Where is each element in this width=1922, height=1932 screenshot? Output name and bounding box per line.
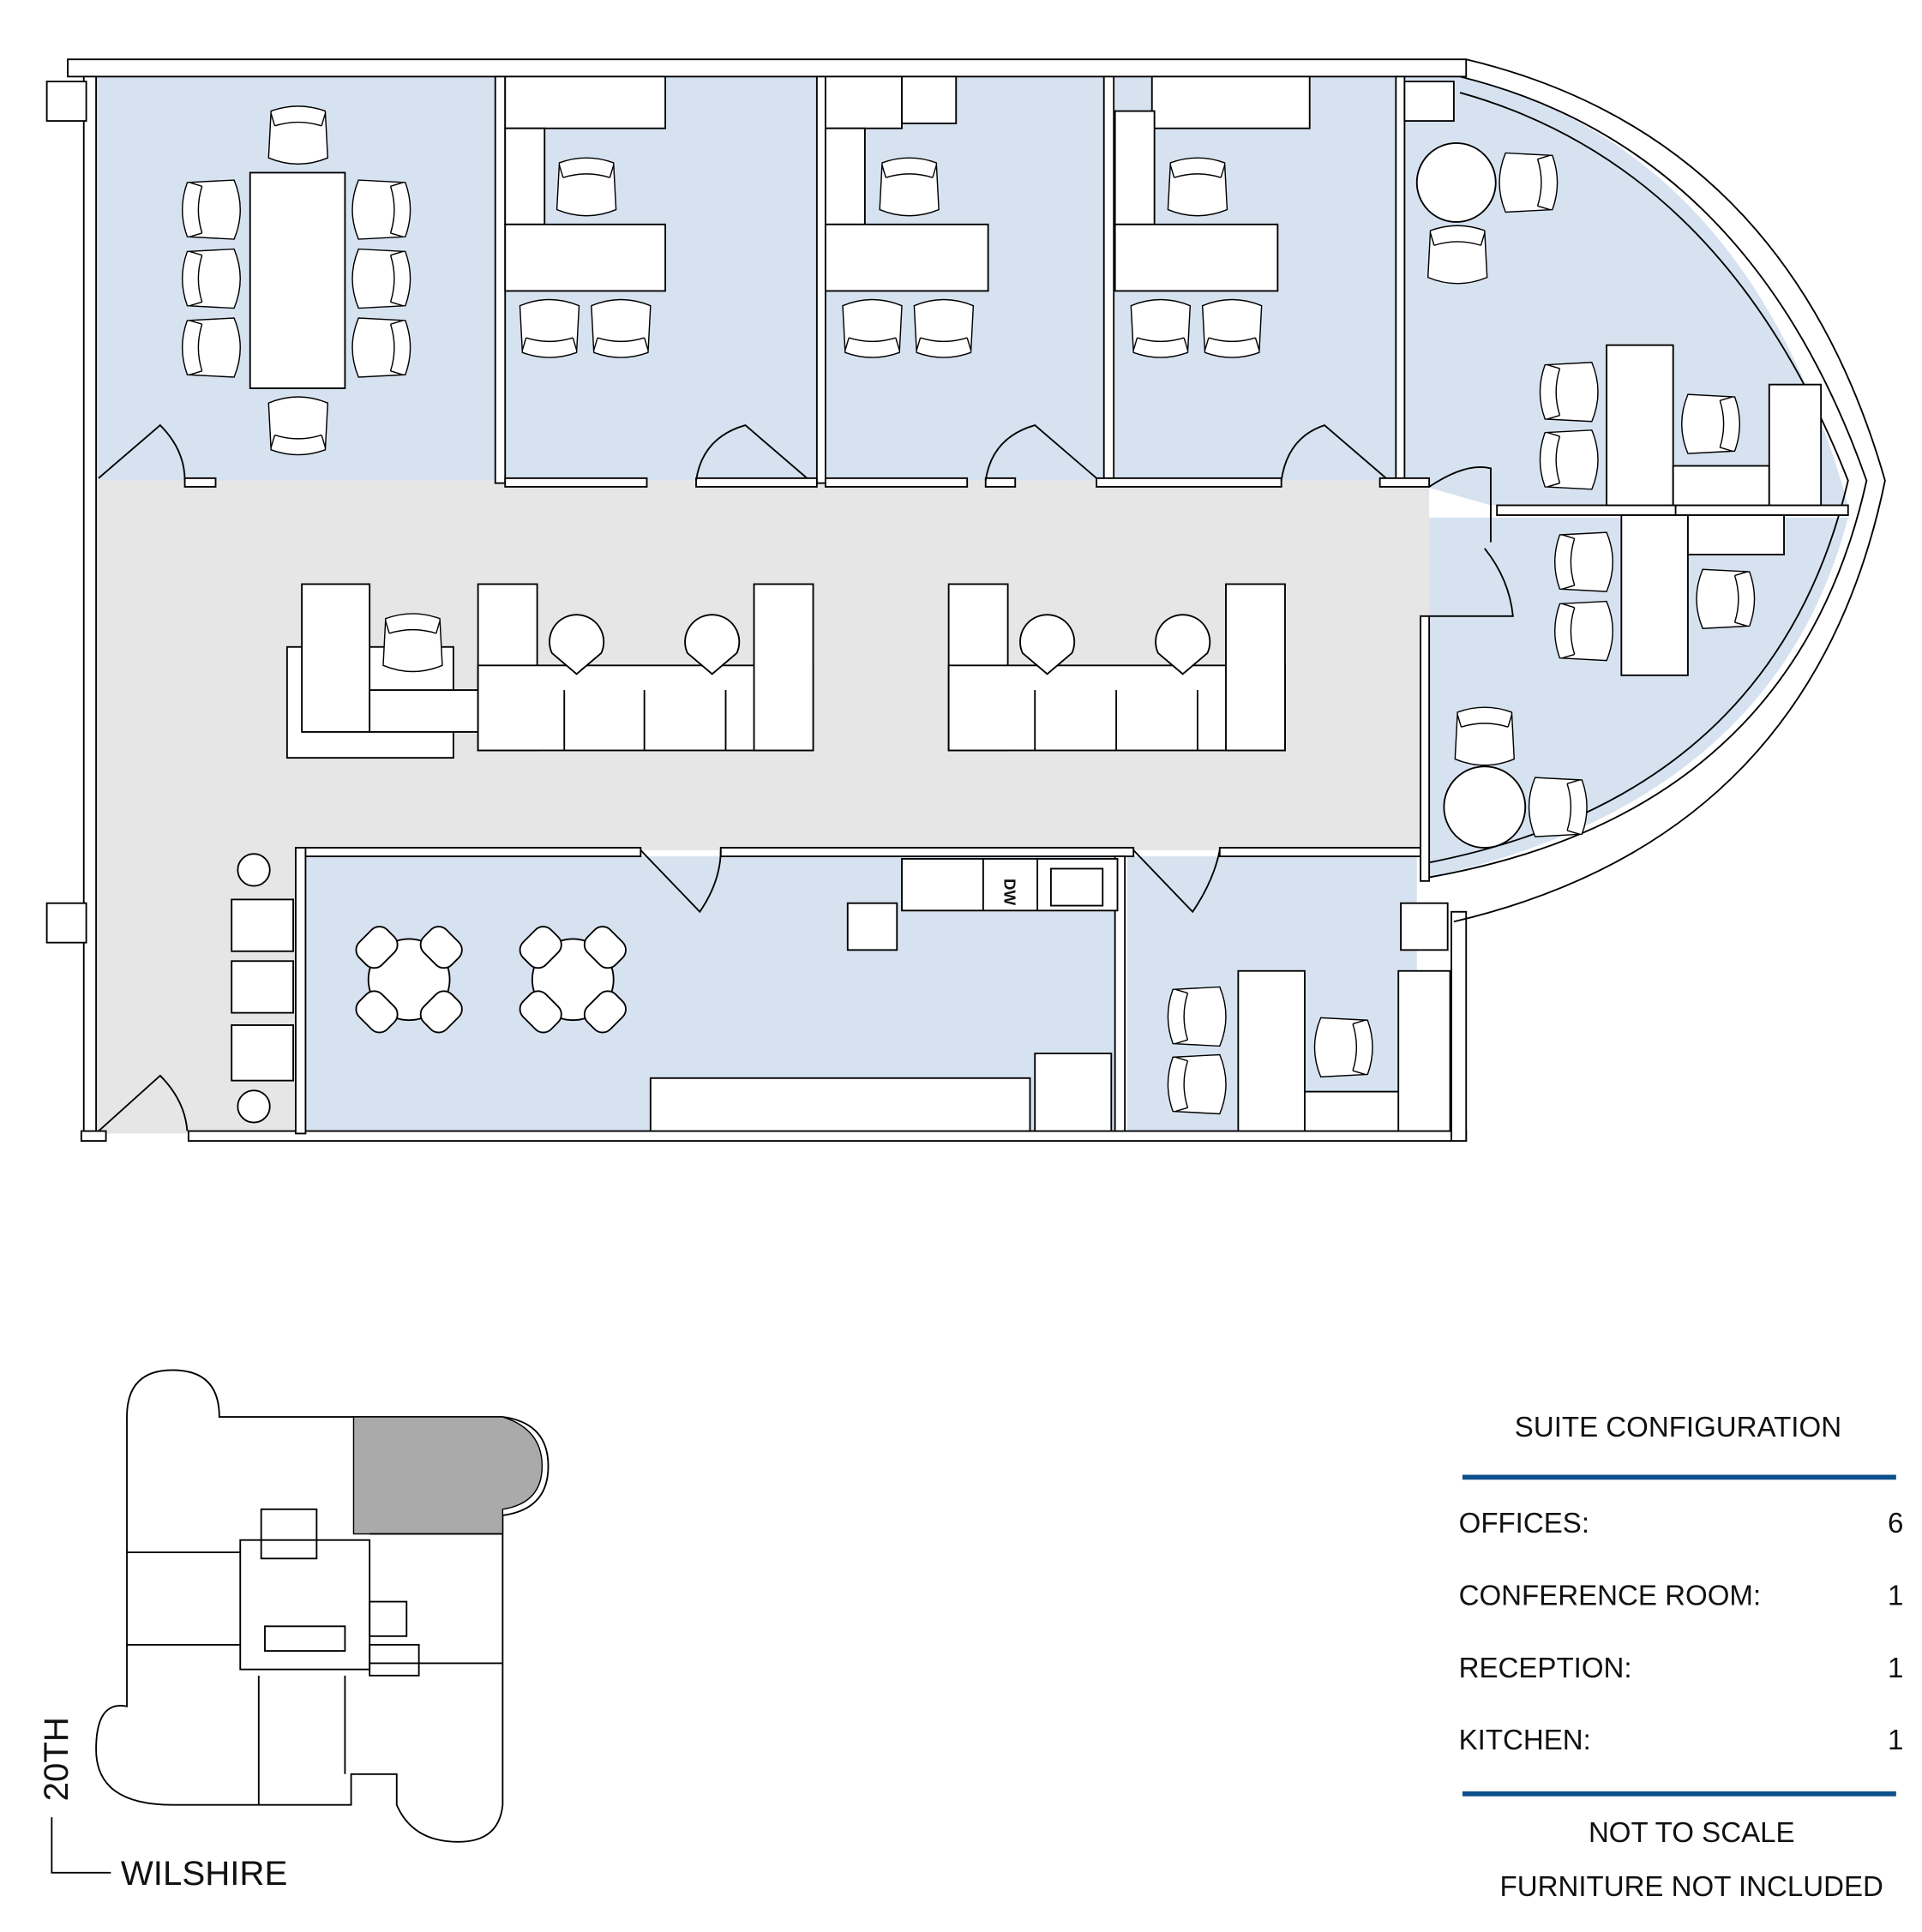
dining-chair-icon bbox=[583, 990, 627, 1034]
config-row: CONFERENCE ROOM: 1 bbox=[1459, 1580, 1904, 1611]
walls bbox=[45, 58, 1886, 1143]
config-row: OFFICES: 6 bbox=[1459, 1508, 1904, 1539]
task-chair-icon bbox=[1155, 614, 1211, 675]
config-label: RECEPTION: bbox=[1459, 1653, 1632, 1684]
chair-icon bbox=[181, 179, 241, 240]
suite-highlight bbox=[352, 1416, 544, 1535]
chair-icon bbox=[556, 157, 617, 217]
dining-chair-icon bbox=[355, 990, 399, 1034]
note-furniture: FURNITURE NOT INCLUDED bbox=[1500, 1871, 1883, 1903]
config-title: SUITE CONFIGURATION bbox=[1515, 1412, 1841, 1443]
chair-icon bbox=[1539, 429, 1599, 490]
chair-icon bbox=[351, 317, 411, 378]
suite-configuration: SUITE CONFIGURATION OFFICES: 6CONFERENCE … bbox=[1459, 1412, 1904, 1903]
config-label: OFFICES: bbox=[1459, 1508, 1589, 1539]
dining-chair-icon bbox=[519, 990, 562, 1034]
chair-icon bbox=[1539, 362, 1599, 423]
config-row: RECEPTION: 1 bbox=[1459, 1653, 1904, 1684]
config-value: 1 bbox=[1888, 1725, 1903, 1756]
chair-icon bbox=[181, 317, 241, 378]
config-label: KITCHEN: bbox=[1459, 1725, 1591, 1756]
key-plan: 20TH WILSHIRE bbox=[37, 1369, 550, 1893]
street-wilshire: WILSHIRE bbox=[121, 1854, 288, 1893]
chair-icon bbox=[267, 396, 329, 456]
chair-icon bbox=[1454, 706, 1516, 766]
dining-chair-icon bbox=[419, 990, 463, 1034]
dishwasher-label: DW bbox=[1000, 879, 1018, 905]
chair-icon bbox=[1554, 531, 1613, 592]
chair-icon bbox=[1313, 1017, 1373, 1078]
doors bbox=[98, 423, 1514, 1132]
chair-icon bbox=[1426, 225, 1488, 285]
task-chair-icon bbox=[549, 614, 605, 675]
chair-icon bbox=[913, 298, 975, 358]
config-label: CONFERENCE ROOM: bbox=[1459, 1580, 1762, 1611]
chair-icon bbox=[181, 248, 241, 309]
chair-icon bbox=[1130, 298, 1192, 358]
chair-icon bbox=[1167, 986, 1227, 1047]
config-value: 1 bbox=[1888, 1653, 1903, 1684]
chair-icon bbox=[267, 105, 329, 165]
chair-icon bbox=[519, 298, 580, 358]
chair-icon bbox=[1554, 600, 1613, 662]
rule-bottom bbox=[1462, 1791, 1896, 1797]
config-value: 6 bbox=[1888, 1508, 1903, 1539]
dining-chair-icon bbox=[583, 926, 627, 969]
chair-icon bbox=[1528, 777, 1588, 837]
furniture: DW bbox=[181, 75, 1823, 1132]
chair-icon bbox=[842, 298, 903, 358]
chair-icon bbox=[879, 157, 940, 217]
chair-icon bbox=[1681, 393, 1741, 454]
chair-icon bbox=[351, 179, 411, 240]
note-not-to-scale: NOT TO SCALE bbox=[1589, 1817, 1795, 1849]
rule-top bbox=[1462, 1474, 1896, 1480]
street-20th: 20TH bbox=[37, 1717, 75, 1801]
config-row: KITCHEN: 1 bbox=[1459, 1725, 1904, 1756]
chair-icon bbox=[1696, 568, 1756, 629]
chair-icon bbox=[1167, 157, 1228, 217]
dining-chair-icon bbox=[519, 926, 562, 969]
chair-icon bbox=[351, 248, 411, 309]
task-chair-icon bbox=[684, 614, 741, 675]
chair-icon bbox=[1201, 298, 1263, 358]
chair-icon bbox=[591, 298, 652, 358]
chair-icon bbox=[1499, 152, 1559, 213]
task-chair-icon bbox=[1019, 614, 1076, 675]
chair-icon bbox=[382, 613, 443, 673]
dining-chair-icon bbox=[419, 926, 463, 969]
dining-chair-icon bbox=[355, 926, 399, 969]
chair-icon bbox=[1167, 1053, 1227, 1115]
config-value: 1 bbox=[1888, 1580, 1903, 1611]
